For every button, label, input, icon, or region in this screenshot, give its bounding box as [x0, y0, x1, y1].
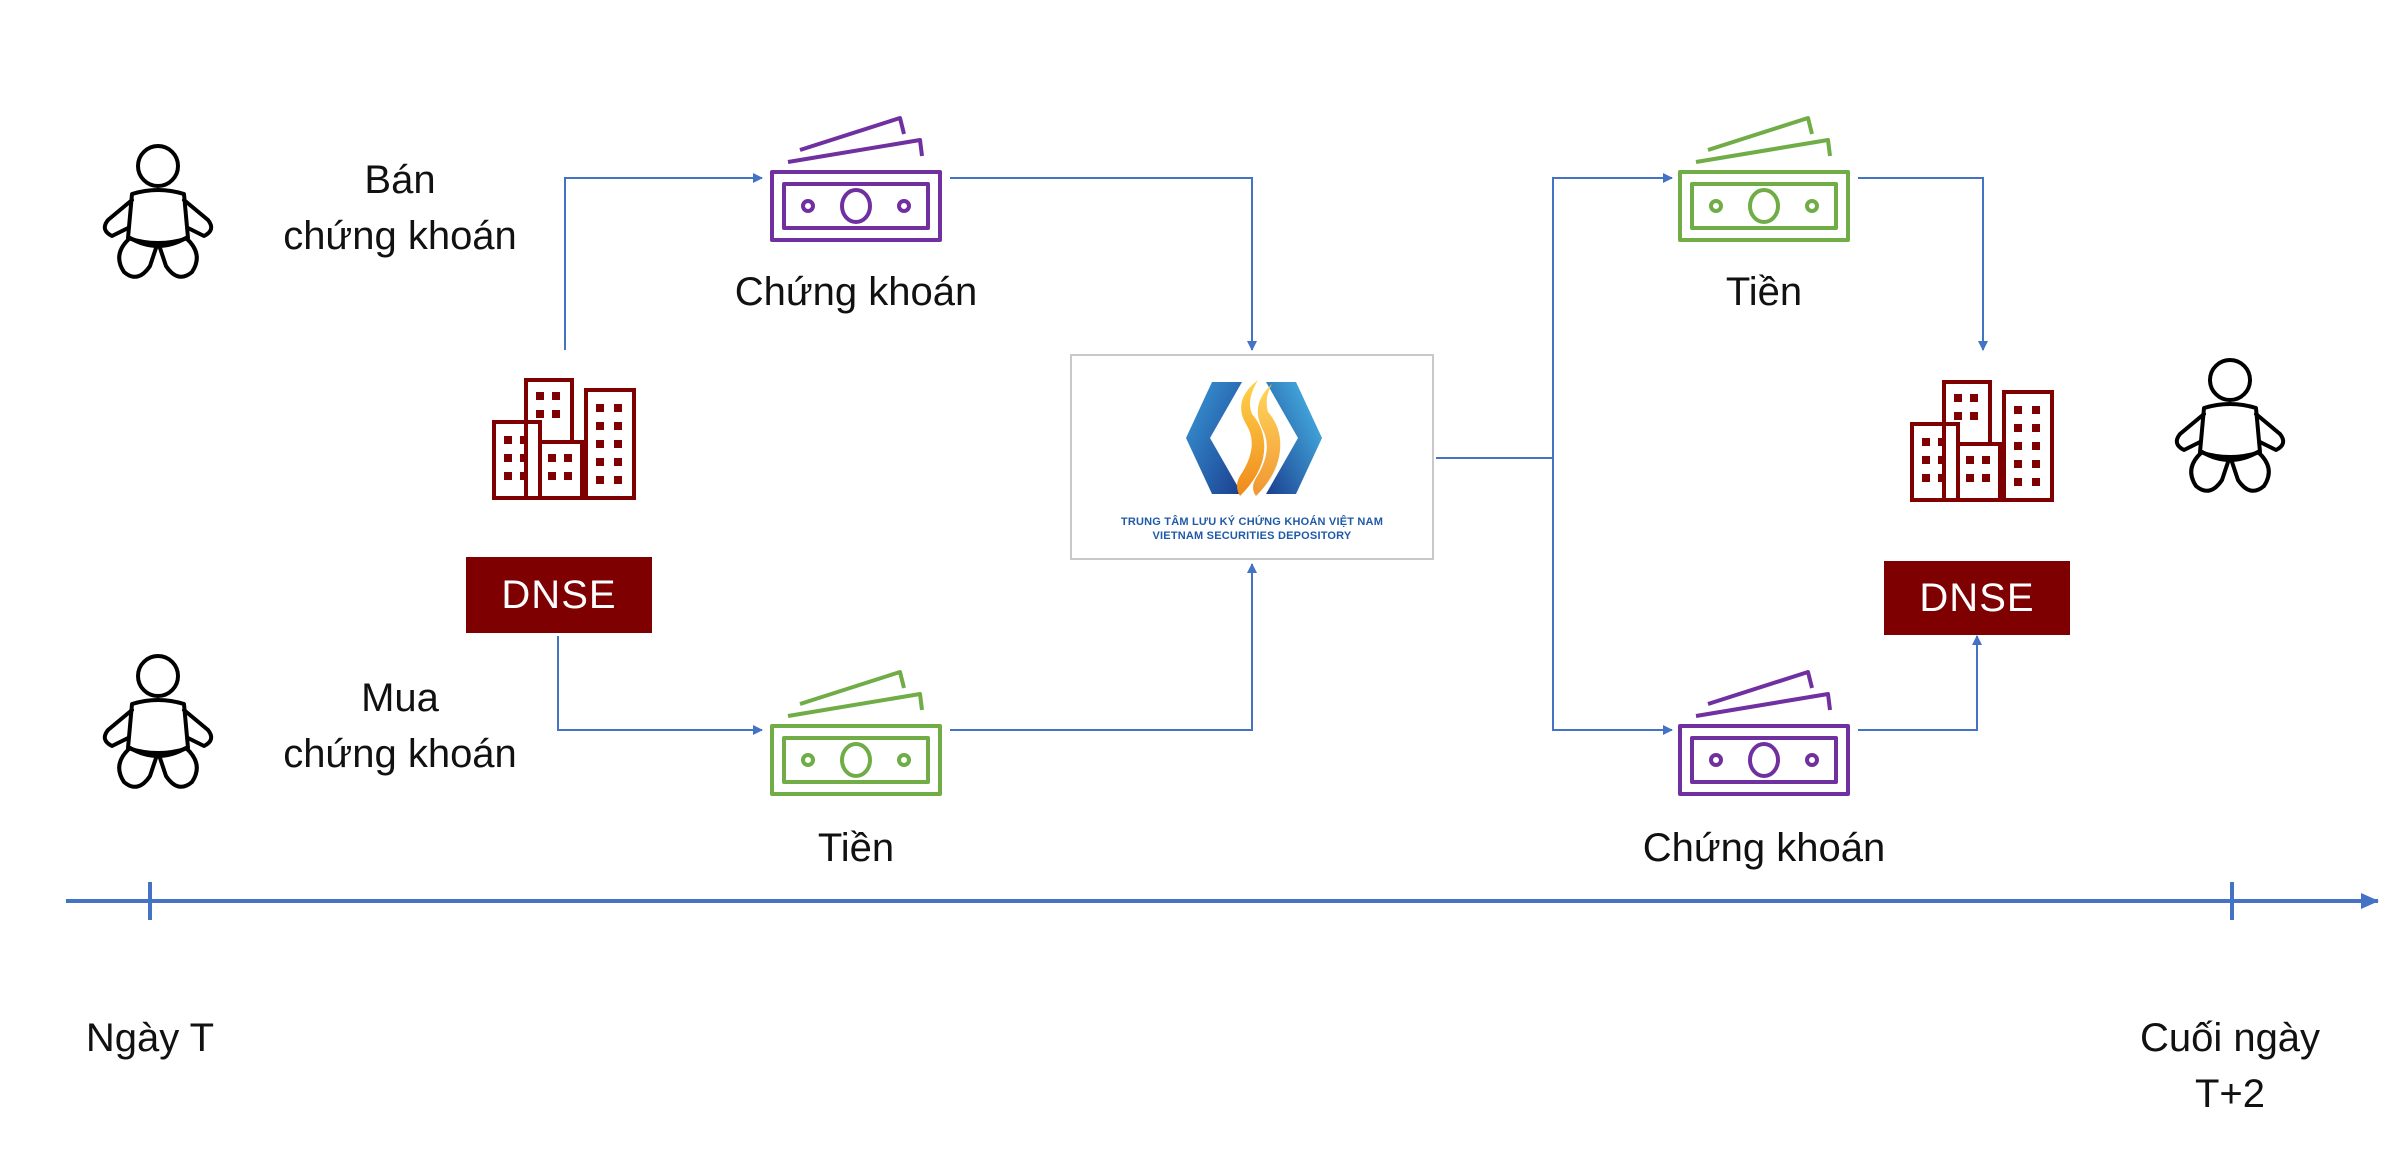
depository-logo: [1186, 380, 1322, 496]
arrow-sell-to-securities: [564, 173, 763, 350]
depository-name-en: VIETNAM SECURITIES DEPOSITORY: [1152, 530, 1352, 542]
securities-label-bottom: Chứng khoán: [1642, 826, 1886, 870]
arrow-cash-to-depository: [950, 563, 1257, 731]
buy-label: Mua chứng khoán: [283, 676, 517, 776]
cash-label-top: Tiền: [1725, 270, 1803, 314]
dnse-label-right: DNSE: [1884, 561, 2070, 635]
person-icon: [102, 654, 214, 789]
arrow-depository-to-cash: [1552, 173, 1673, 458]
timeline: [66, 882, 2379, 920]
securities-label-top: Chứng khoán: [734, 270, 978, 314]
depository-box: TRUNG TÂM LƯU KÝ CHỨNG KHOÁN VIỆT NAM VI…: [1070, 354, 1434, 560]
dnse-label-left: DNSE: [466, 557, 652, 633]
money-icon-cash-bottom-left: [770, 670, 942, 796]
arrow-cash-to-building: [1858, 177, 1988, 351]
arrow-depository-to-securities: [1552, 458, 1673, 735]
building-icon: [1910, 380, 2054, 502]
depository-name-vi: TRUNG TÂM LƯU KÝ CHỨNG KHOÁN VIỆT NAM: [1120, 516, 1384, 528]
money-icon-securities-top: [770, 116, 942, 242]
timeline-start-label: Ngày T: [85, 1016, 215, 1060]
money-icon-securities-bottom-right: [1678, 670, 1850, 796]
arrow-securities-to-depository: [950, 177, 1257, 351]
person-icon: [102, 144, 214, 279]
person-icon: [2174, 358, 2286, 493]
arrow-dnse-to-cash: [557, 636, 763, 735]
money-icon-cash-top-right: [1678, 116, 1850, 242]
building-icon: [492, 378, 636, 500]
cash-label-bottom: Tiền: [817, 826, 895, 870]
sell-label: Bán chứng khoán: [283, 158, 517, 258]
timeline-end-label: Cuối ngày T+2: [2139, 1016, 2321, 1116]
arrow-securities-to-dnse: [1858, 635, 1982, 731]
